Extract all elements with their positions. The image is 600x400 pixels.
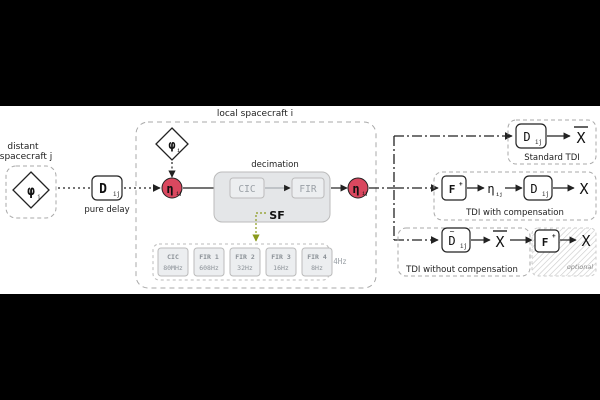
eta-node-2: η ij [347,177,369,199]
svg-text:X: X [576,129,585,147]
filter-stage-2: FIR 1 608Hz [193,247,225,277]
distant-spacecraft-box [5,165,57,219]
filter-stage-name: FIR 4 [307,253,327,261]
filter-stage-name: FIR 3 [271,253,291,261]
tdi-with-comp-filter: F + [441,175,467,201]
cic-block: CIC [229,177,265,199]
svg-text:φ: φ [168,138,175,152]
svg-text:D: D [99,182,107,197]
svg-text:FIR: FIR [299,184,316,195]
tdi-with-comp-eta: η ij [487,182,502,198]
filter-chain-box [152,243,330,281]
filter-stage-freq: 16Hz [273,264,289,272]
svg-text:ij: ij [496,192,503,198]
optional-filter: F + [534,229,560,253]
svg-text:ij: ij [542,191,549,198]
tdi-without-comp-output: X [493,230,507,251]
tdi-without-comp-delay: D ~ ij [441,227,471,253]
svg-text:F: F [449,183,456,196]
standard-tdi-label: Standard TDI [524,153,580,163]
svg-text:D: D [530,182,537,196]
svg-text:ij: ij [362,191,368,197]
svg-text:ij: ij [176,191,182,197]
tdi-diagram: local spacecraft i distant spacecraft j … [0,109,597,289]
eta-node-1: η ij [161,177,183,199]
final-frequency-label: 4Hz [333,257,347,266]
filter-stage-4: FIR 3 16Hz [265,247,297,277]
tdi-with-comp-label: TDI with compensation [465,208,564,218]
svg-text:j: j [37,194,41,201]
standard-tdi-delay: D ij [515,123,547,149]
local-spacecraft-label: local spacecraft i [217,109,293,119]
svg-text:η: η [352,182,359,196]
phi-j-node: φ j [12,171,50,209]
distant-label-1: distant [7,142,39,152]
tdi-without-comp-label: TDI without compensation [405,265,518,275]
svg-text:CIC: CIC [238,184,255,195]
svg-text:D: D [448,234,455,248]
filter-stage-freq: 8Hz [311,264,323,272]
filter-stage-1: CIC 80MHz [157,247,189,277]
tdi-with-comp-delay: D ij [523,175,553,201]
local-spacecraft-box [135,121,377,289]
svg-text:η: η [487,182,494,196]
filter-stage-freq: 32Hz [237,264,253,272]
svg-text:ij: ij [535,139,542,146]
svg-text:X: X [495,233,504,251]
standard-tdi-box [507,119,597,165]
svg-text:ij: ij [113,191,120,198]
decimation-label: decimation [251,160,298,170]
svg-text:~: ~ [450,227,455,236]
svg-text:F: F [542,236,549,249]
filter-stage-freq: 608Hz [199,264,219,272]
filter-stage-5: FIR 4 8Hz [301,247,333,277]
svg-text:+: + [552,233,556,240]
tdi-with-comp-box [433,171,597,221]
svg-text:i: i [177,148,180,154]
sf-label: SF [269,209,284,222]
filter-stage-name: CIC [167,253,179,261]
filter-stage-name: FIR 1 [199,253,219,261]
filter-stage-3: FIR 2 32Hz [229,247,261,277]
diagram-canvas: local spacecraft i distant spacecraft j … [0,106,600,294]
filter-stage-freq: 80MHz [163,264,183,272]
phi-i-node: φ i [155,127,189,161]
svg-text:ij: ij [460,243,467,250]
svg-text:D: D [523,130,530,144]
fir-block: FIR [291,177,325,199]
svg-text:η: η [166,182,173,196]
distant-label-2: spacecraft j [0,152,52,162]
pure-delay-label: pure delay [84,205,129,215]
filter-stage-name: FIR 2 [235,253,255,261]
optional-label: optional [567,263,594,271]
tdi-with-comp-output: X [579,180,588,198]
delay-operator-box: D ij [91,175,123,201]
standard-tdi-output: X [574,126,588,147]
svg-text:φ: φ [27,184,35,199]
optional-output: X [581,232,590,250]
sf-to-chain-arrow [252,212,266,242]
svg-text:+: + [459,181,463,188]
